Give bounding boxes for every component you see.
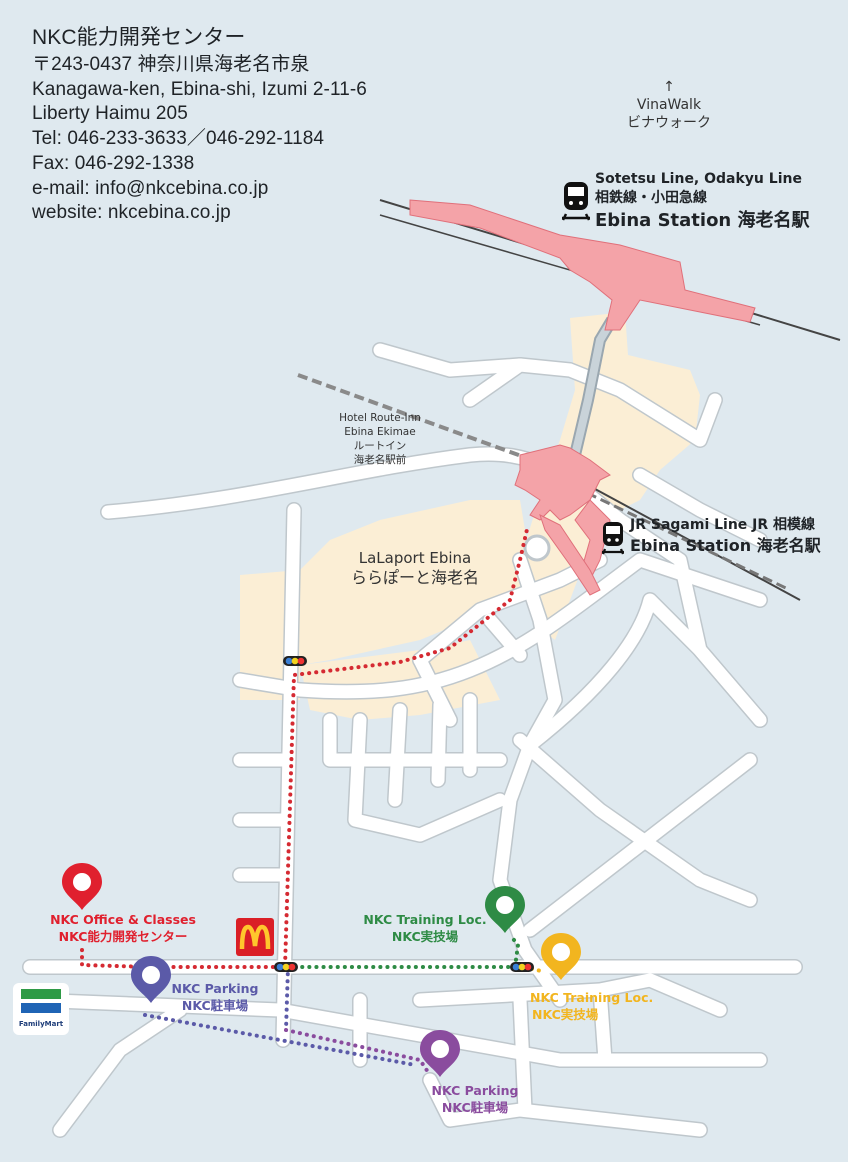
building-name: Liberty Haimu 205 (32, 103, 188, 125)
familymart-label: FamilyMart (18, 1020, 64, 1028)
south-station-label: JR Sagami Line JR 相模線 Ebina Station 海老名駅 (630, 517, 821, 555)
marker-parking-blue-label: NKC Parking NKC駐車場 (171, 981, 259, 1013)
route-lines (80, 523, 547, 1077)
roundabout (523, 534, 551, 562)
email-link[interactable]: e-mail: info@nkcebina.co.jp (32, 177, 269, 199)
train-icon (561, 182, 591, 221)
marker-training-green-label: NKC Training Loc. NKC実技場 (363, 912, 487, 944)
telephone: Tel: 046-233-3633／046-292-1184 (32, 128, 325, 150)
route-office-to-station (80, 523, 530, 969)
station-buildings (409, 199, 756, 596)
fax: Fax: 046-292-1338 (32, 152, 195, 174)
road-network (22, 342, 803, 1138)
hotel-label: Hotel Route-Inn Ebina Ekimae ルートイン 海老名駅前 (339, 412, 421, 466)
center-title: NKC能力開発センター (32, 26, 246, 49)
mcdonalds-icon (236, 918, 274, 956)
traffic-signals (274, 656, 534, 972)
location-pin-icon (62, 863, 581, 1077)
arrow-up-icon: ↑ (663, 79, 675, 95)
marker-training-yellow-label: NKC Training Loc. NKC実技場 (530, 990, 654, 1022)
website-link[interactable]: website: nkcebina.co.jp (32, 202, 231, 224)
vinawalk-label: ↑ VinaWalk ビナウォーク (604, 78, 734, 132)
train-icon (601, 522, 625, 555)
route-to-green-training (286, 933, 521, 969)
north-station-label: Sotetsu Line, Odakyu Line 相鉄線・小田急線 Ebina… (595, 171, 810, 231)
marker-parking-purple-label: NKC Parking NKC駐車場 (431, 1083, 519, 1115)
postal-address: 〒243-0437 神奈川県海老名市泉 (32, 54, 310, 75)
center-info: NKC能力開発センター 〒243-0437 神奈川県海老名市泉 Kanagawa… (32, 24, 367, 226)
lalaport-label: LaLaport Ebina ららぽーと海老名 (350, 549, 479, 587)
route-to-purple-parking (284, 1028, 432, 1077)
marker-office-label: NKC Office & Classes NKC能力開発センター (50, 912, 196, 944)
route-to-blue-parking (143, 965, 417, 1067)
address-english: Kanagawa-ken, Ebina-shi, Izumi 2-11-6 (32, 78, 367, 100)
familymart-logo (13, 983, 69, 1035)
